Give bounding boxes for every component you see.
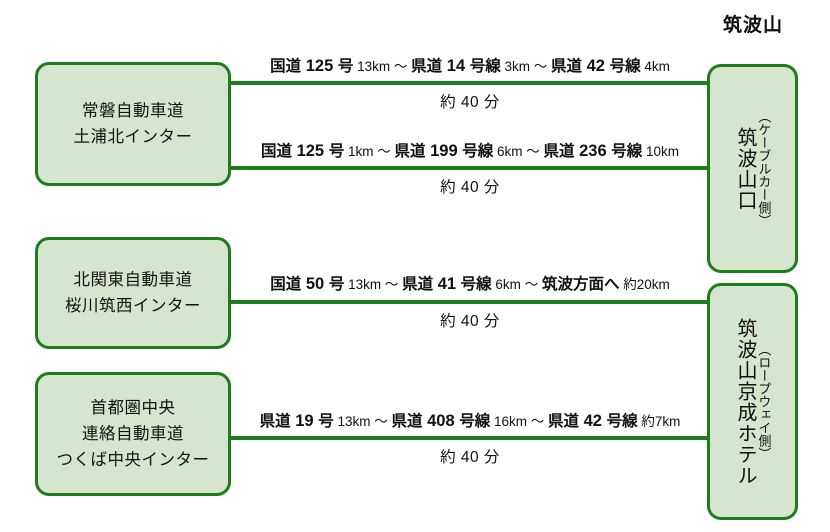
route-distance: 13km [344, 277, 382, 292]
route-description: 国道 125 号 13km ～ 県道 14 号線 3km ～ 県道 42 号線 … [231, 54, 709, 76]
origin-label-joban: 常磐自動車道 土浦北インター [73, 101, 193, 146]
route-road-number: 50 [301, 275, 329, 293]
route-duration: 約 40 分 [440, 94, 500, 111]
route-road-suffix: 号線 [460, 276, 492, 293]
route-road-number: 125 [301, 57, 338, 75]
route-road-number: 14 [442, 57, 470, 75]
route-road-type: 県道 [543, 143, 575, 160]
route-separator: ～ [520, 277, 542, 292]
vertical-text-wrap: （ロープウェイ側） 筑波山京成ホテル [734, 286, 772, 517]
route-distance: 3km [500, 59, 530, 74]
origin-box-kitakanto[interactable]: 北関東自動車道 桜川筑西インター [35, 237, 231, 349]
route-description: 県道 19 号 13km ～ 県道 408 号線 16km ～ 県道 42 号線… [231, 409, 709, 431]
route-distance: 13km [353, 59, 391, 74]
route-road-suffix: 号 [328, 143, 345, 160]
route-road-number: 199 [425, 142, 463, 160]
destination-label-tsukubasanguchi: 筑波山口 [734, 126, 757, 211]
route-duration: 約 40 分 [440, 449, 500, 466]
route-road-type: 県道 [394, 143, 426, 160]
origin-box-joban[interactable]: 常磐自動車道 土浦北インター [35, 62, 231, 186]
route-road-suffix: 号線 [462, 143, 494, 160]
route-road-number: 408 [422, 412, 460, 430]
route-road-suffix: 号線 [611, 143, 643, 160]
route-distance: 1km [344, 144, 374, 159]
route-road-suffix: 号 [328, 276, 345, 293]
route-road-number: 19 [290, 412, 319, 430]
destination-sublabel-keisei-hotel: （ロープウェイ側） [756, 343, 772, 460]
route-road-type: 県道 [402, 276, 434, 293]
destination-sublabel-tsukubasanguchi: （ケーブルカー側） [756, 110, 772, 227]
route-separator: ～ [370, 414, 392, 429]
route-road-number: 42 [579, 412, 607, 430]
route-road-number: 42 [582, 57, 610, 75]
route-connector-line [231, 300, 709, 304]
destination-box-tsukubasanguchi[interactable]: （ケーブルカー側） 筑波山口 [707, 64, 798, 273]
route-distance: 約20km [619, 277, 670, 292]
route-connector-line [231, 81, 709, 85]
route-road-type: 県道 [548, 413, 580, 430]
route-road-number: 125 [292, 142, 329, 160]
route-road-number: 41 [433, 275, 461, 293]
route-road-suffix: 号 [337, 58, 354, 75]
route-separator: ～ [522, 144, 544, 159]
route-distance: 10km [642, 144, 680, 159]
route-separator: ～ [527, 414, 549, 429]
route-separator: ～ [530, 59, 552, 74]
route-road-suffix: 号線 [609, 58, 641, 75]
route-separator: ～ [373, 144, 395, 159]
route-road-type: 国道 [270, 276, 302, 293]
route-road-type: 県道 [391, 413, 423, 430]
route-road-suffix: 号 [318, 413, 334, 430]
route-description: 国道 125 号 1km ～ 県道 199 号線 6km ～ 県道 236 号線… [231, 139, 709, 161]
route-road-suffix: 号線 [459, 413, 491, 430]
destination-label-keisei-hotel: 筑波山京成ホテル [734, 317, 757, 486]
route-description: 国道 50 号 13km ～ 県道 41 号線 6km ～ 筑波方面へ 約20k… [231, 272, 709, 294]
route-distance: 6km [491, 277, 521, 292]
route-separator: ～ [381, 277, 403, 292]
origin-label-ken-o: 首都圏中央 連絡自動車道 つくば中央インター [56, 398, 210, 470]
route-road-suffix: 号線 [469, 58, 501, 75]
origin-label-kitakanto: 北関東自動車道 桜川筑西インター [65, 270, 201, 315]
route-road-type: 国道 [260, 143, 292, 160]
route-distance: 13km [333, 414, 371, 429]
route-road-number: 236 [574, 142, 612, 160]
route-distance: 4km [640, 59, 670, 74]
route-distance: 16km [490, 414, 527, 429]
route-direction-note: 筑波方面へ [541, 276, 620, 293]
route-duration: 約 40 分 [440, 313, 500, 330]
route-separator: ～ [390, 59, 412, 74]
vertical-text-wrap: （ケーブルカー側） 筑波山口 [734, 67, 772, 270]
route-duration: 約 40 分 [440, 179, 500, 196]
destination-box-keisei-hotel[interactable]: （ロープウェイ側） 筑波山京成ホテル [707, 283, 798, 520]
route-distance: 6km [493, 144, 523, 159]
route-connector-line [231, 436, 709, 440]
origin-box-ken-o[interactable]: 首都圏中央 連絡自動車道 つくば中央インター [35, 372, 231, 496]
route-road-suffix: 号線 [606, 413, 638, 430]
route-connector-line [231, 166, 709, 170]
route-road-type: 県道 [259, 413, 291, 430]
route-distance: 約7km [637, 414, 681, 429]
route-road-type: 県道 [411, 58, 443, 75]
destination-group-title: 筑波山 [722, 15, 783, 36]
route-road-type: 国道 [270, 58, 302, 75]
route-road-type: 県道 [551, 58, 583, 75]
